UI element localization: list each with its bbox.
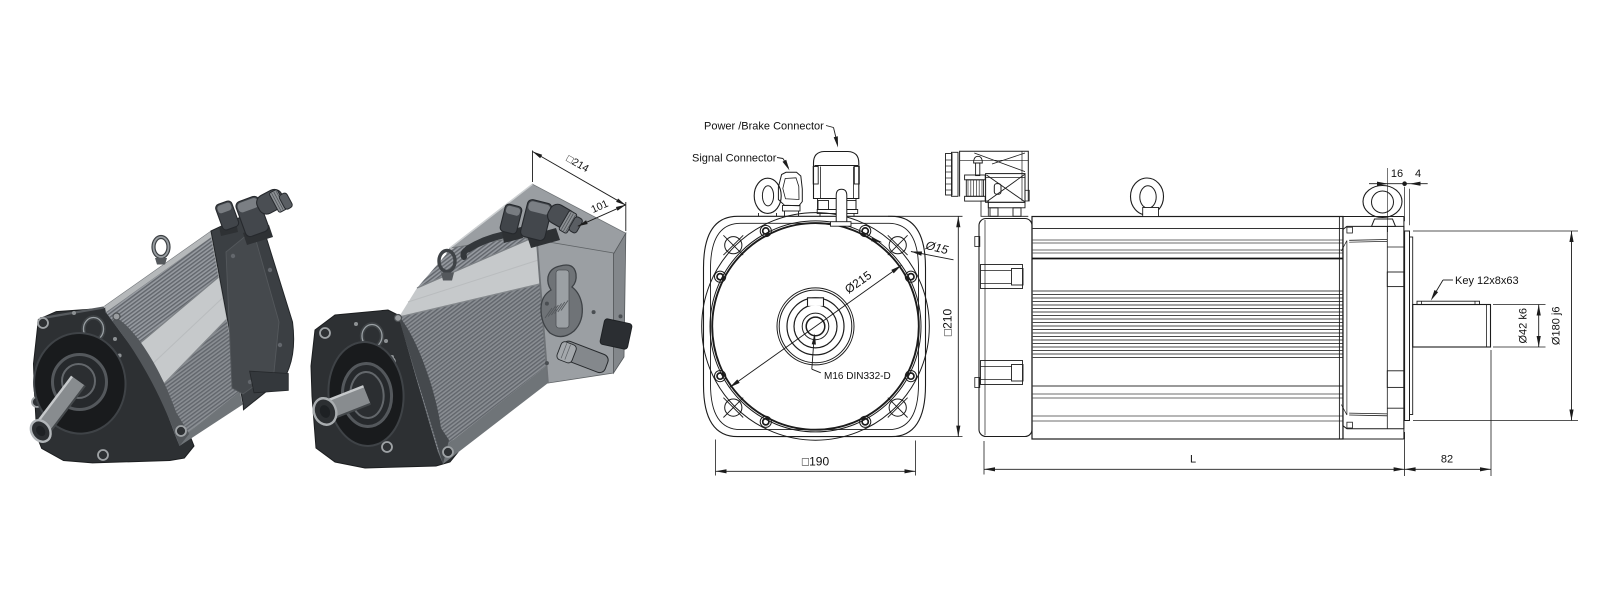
svg-text:Ø42 k6: Ø42 k6 — [1518, 308, 1530, 343]
svg-text:Key 12x8x63: Key 12x8x63 — [1455, 275, 1519, 287]
svg-text:Signal Connector: Signal Connector — [692, 153, 777, 165]
svg-text:□210: □210 — [941, 309, 955, 337]
svg-text:82: 82 — [1441, 454, 1453, 466]
svg-text:16: 16 — [1391, 168, 1403, 180]
svg-text:L: L — [1190, 453, 1196, 465]
svg-text:Power /Brake Connector: Power /Brake Connector — [704, 121, 824, 133]
svg-text:Ø180 j6: Ø180 j6 — [1551, 307, 1563, 346]
svg-text:□190: □190 — [802, 454, 830, 468]
svg-text:M16 DIN332-D: M16 DIN332-D — [824, 371, 891, 382]
svg-text:Ø15: Ø15 — [923, 238, 950, 257]
svg-text:4: 4 — [1415, 168, 1421, 180]
